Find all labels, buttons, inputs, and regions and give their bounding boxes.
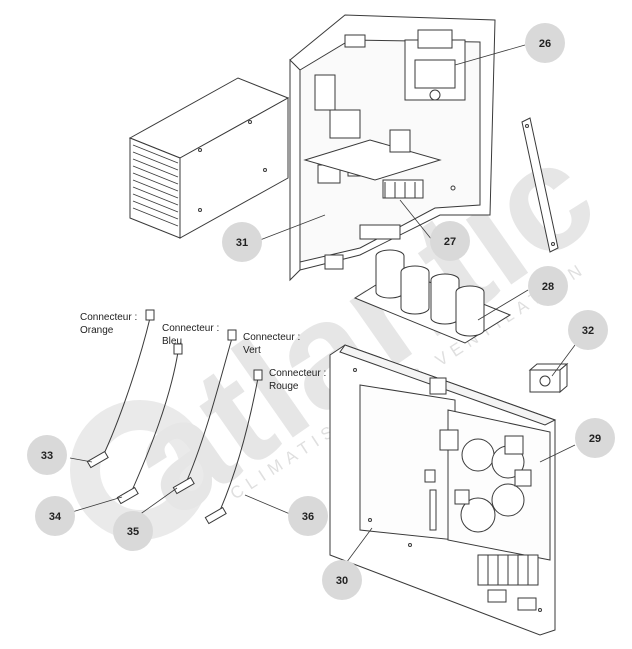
electronic-box-part [289, 14, 496, 282]
callout-27: 27 [430, 221, 470, 261]
callout-34: 34 [35, 496, 75, 536]
svg-text:35: 35 [127, 526, 139, 538]
callout-26: 26 [525, 23, 565, 63]
probe-cables [101, 317, 259, 516]
svg-text:34: 34 [49, 511, 62, 523]
bracket-part [521, 117, 559, 253]
connector-plug [253, 369, 263, 381]
capacitor [400, 265, 430, 315]
probe-cable-orange [101, 317, 151, 459]
svg-text:28: 28 [542, 281, 554, 293]
probe-tip [116, 486, 139, 505]
filter-component-part [528, 362, 569, 394]
capacitor [430, 273, 460, 325]
capacitor [455, 285, 485, 337]
probe-tip [86, 450, 109, 469]
leader-lines [69, 44, 576, 579]
probe-cable-rouge [217, 377, 259, 516]
heatsink-part [128, 77, 290, 239]
svg-text:33: 33 [41, 450, 53, 462]
connector-plug [173, 343, 183, 355]
svg-text:27: 27 [444, 236, 456, 248]
connector-plug [227, 329, 237, 341]
callout-30: 30 [322, 560, 362, 600]
svg-text:32: 32 [582, 325, 594, 337]
svg-text:30: 30 [336, 575, 348, 587]
capacitor [375, 249, 405, 299]
svg-text:31: 31 [236, 237, 248, 249]
probe-tip [172, 476, 195, 495]
connector-plug [145, 309, 155, 321]
capacitor [460, 497, 496, 533]
probe-tip [204, 506, 227, 525]
capacitor [491, 483, 525, 517]
callout-35: 35 [113, 511, 153, 551]
callout-33: 33 [27, 435, 67, 475]
capacitor-board-part [353, 249, 512, 344]
svg-text:36: 36 [302, 511, 314, 523]
probe-tips [86, 309, 263, 525]
callout-31: 31 [222, 222, 262, 262]
connector-label-orange: Connecteur : Orange [80, 312, 140, 336]
svg-text:29: 29 [589, 433, 601, 445]
probe-cable-bleu [129, 351, 179, 496]
callout-28: 28 [528, 266, 568, 306]
connector-label-rouge: Connecteur : Rouge [269, 368, 329, 392]
mounting-plate-part [329, 344, 557, 636]
capacitor [461, 438, 495, 472]
connector-label-bleu: Connecteur : Bleu [162, 323, 222, 347]
callouts: 26 27 28 29 30 31 32 33 [27, 23, 615, 600]
probe-cable-vert [184, 337, 233, 486]
callout-32: 32 [568, 310, 608, 350]
callout-29: 29 [575, 418, 615, 458]
callout-36: 36 [288, 496, 328, 536]
svg-text:26: 26 [539, 38, 551, 50]
connector-labels: Connecteur : Orange Connecteur : Bleu Co… [80, 312, 329, 392]
connector-label-vert: Connecteur : Vert [243, 332, 303, 356]
